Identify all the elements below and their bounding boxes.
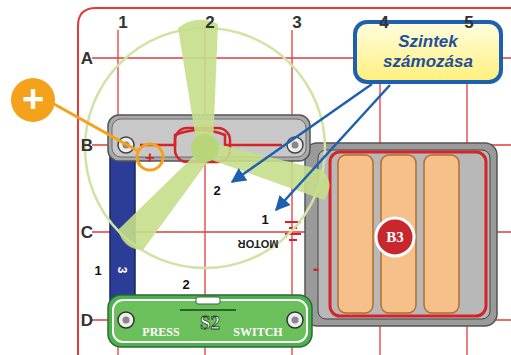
plus-callout: +: [11, 78, 55, 122]
plus-leader: [54, 104, 163, 170]
grid-column: 4: [379, 14, 388, 31]
fan: [85, 20, 330, 268]
grid-row: D: [81, 312, 93, 329]
grid-column: 1: [118, 14, 127, 31]
level-number: 1: [94, 264, 101, 277]
node-text: PRESS: [142, 326, 179, 338]
polarity-mark: -: [313, 258, 320, 278]
callout-box: Szintek számozása: [355, 22, 501, 82]
node-text: B3: [386, 230, 404, 245]
press-switch: [108, 295, 312, 347]
node-text: S2: [200, 313, 220, 332]
node-text: +: [22, 80, 44, 118]
node-text: Szintek számozása: [373, 32, 483, 71]
level-number: 2: [182, 278, 189, 291]
grid: [78, 8, 511, 355]
battery-holder: B3: [305, 143, 497, 326]
level-number: 1: [261, 213, 268, 226]
motor-piece: MOTOR: [108, 115, 310, 161]
grid-column: 2: [205, 14, 214, 31]
grid-column: 5: [464, 14, 473, 31]
node-text: MOTOR: [238, 238, 279, 249]
node-text: SWITCH: [233, 326, 282, 338]
wire-piece: 3: [110, 128, 135, 336]
grid-row: B: [81, 137, 93, 154]
grid-row: A: [81, 50, 93, 67]
battery-holder: [305, 143, 497, 326]
switch-piece: PRESS S2SWITCH: [108, 295, 312, 347]
node-text: 3: [116, 267, 128, 274]
polarity-mark: +: [145, 149, 155, 166]
level-number: 2: [213, 184, 220, 197]
grid-column: 3: [292, 14, 301, 31]
grid-row: C: [81, 224, 93, 241]
level-callout: [232, 22, 501, 210]
